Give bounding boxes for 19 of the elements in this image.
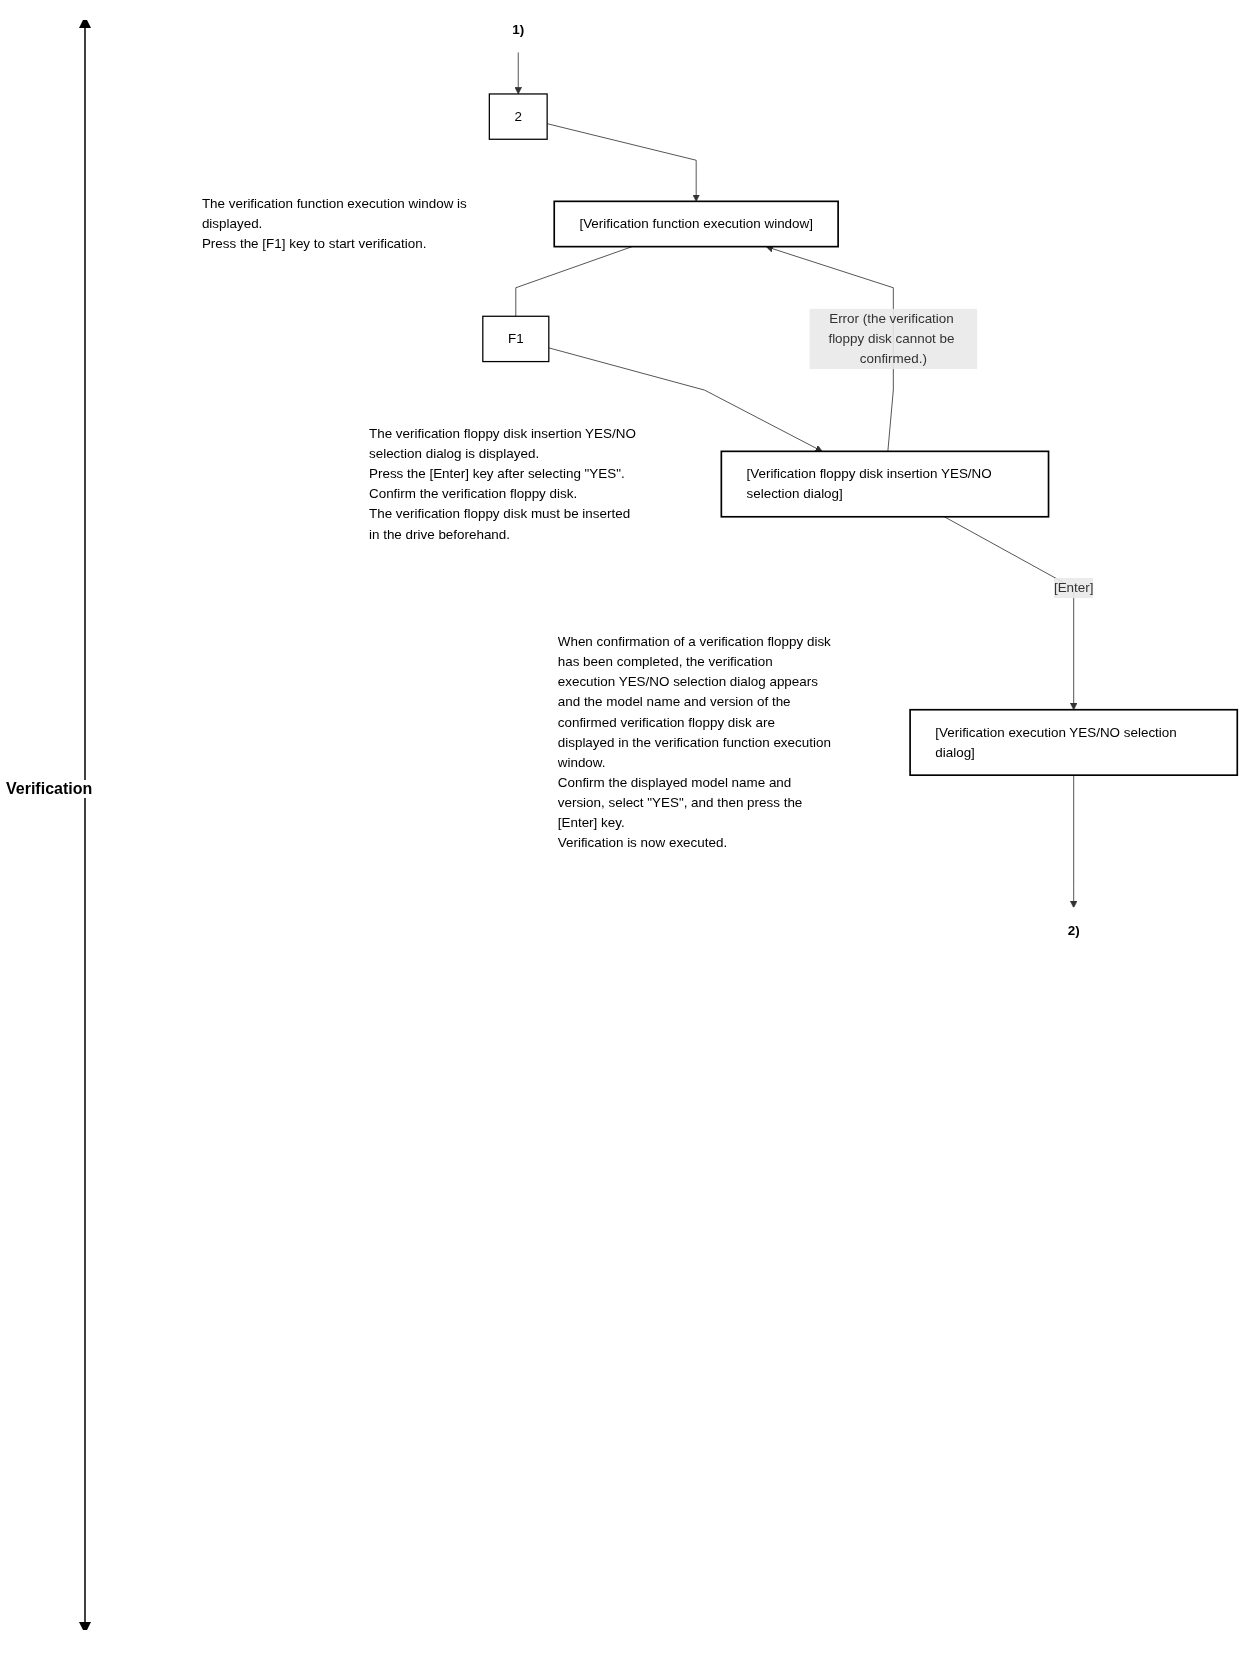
node-label: The verification floppy disk insertion YES/NO selection dialog is displayed. xyxy=(368,426,636,461)
node-box: 2 xyxy=(488,93,548,140)
node-label: Press the [Enter] key after selecting "YES". xyxy=(368,466,625,481)
node-text: 2) xyxy=(1067,922,1080,938)
node-label: The verification floppy disk must be inserted in the drive beforehand. xyxy=(368,506,631,542)
node-label: Confirm the verification floppy disk. xyxy=(368,486,578,501)
node-text: 1) xyxy=(512,21,525,37)
node-label: The verification function execution window is displayed. xyxy=(201,196,467,231)
edge-label: Error (the verification floppy disk cannot be confirmed.) xyxy=(828,311,955,366)
node-label: Confirm the displayed model name and version, select "YES", and then press the [Enter] key. xyxy=(557,775,803,830)
node-label: Press the [F1] key to start verification. xyxy=(201,236,427,251)
node-box: [Verification function execution window] xyxy=(553,200,839,248)
node-label: Verification is now executed. xyxy=(557,835,728,850)
edge-label: [Enter] xyxy=(1053,580,1094,595)
node-label: When confirmation of a verification floppy disk has been completed, the verification execution YES/NO selection dialog appears and the model name and version of the confirmed verification floppy disk are displayed in the verification function execution window. xyxy=(557,634,831,770)
connector xyxy=(515,246,633,317)
node-box: F1 xyxy=(482,315,550,363)
node-box: [Verification floppy disk insertion YES/NO selection dialog] xyxy=(720,450,1050,518)
node-box: [Verification execution YES/NO selection dialog] xyxy=(909,708,1239,776)
